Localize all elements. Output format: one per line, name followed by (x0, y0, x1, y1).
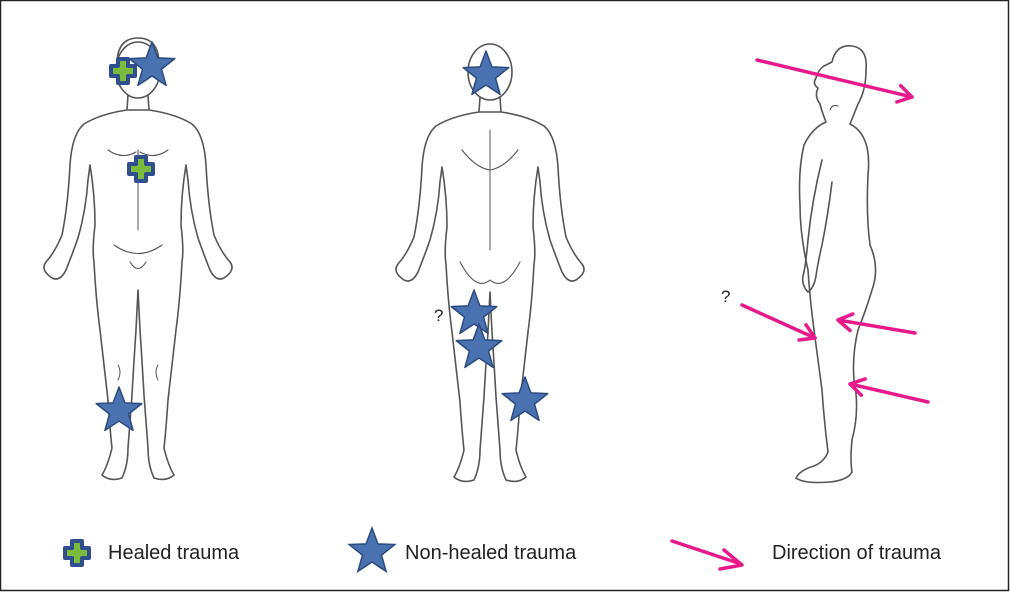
arrow-calf-front (850, 379, 928, 402)
legend-star-icon (349, 528, 395, 571)
arrow-knee-front (838, 314, 915, 333)
figure-back (396, 44, 584, 481)
legend-healed-label: Healed trauma (108, 541, 239, 565)
legend-healed-icon (65, 541, 89, 565)
legend-star-shape (349, 528, 395, 571)
legend-arrow-icon (672, 541, 742, 569)
figure-side (796, 46, 876, 483)
lateral-question-mark: ? (721, 287, 730, 307)
legend-non-healed-label: Non-healed trauma (405, 541, 576, 565)
legend-direction-label: Direction of trauma (772, 541, 941, 565)
arrow-thigh-back (742, 305, 815, 340)
figure-front (44, 38, 232, 479)
posterior-question-mark: ? (434, 306, 443, 326)
